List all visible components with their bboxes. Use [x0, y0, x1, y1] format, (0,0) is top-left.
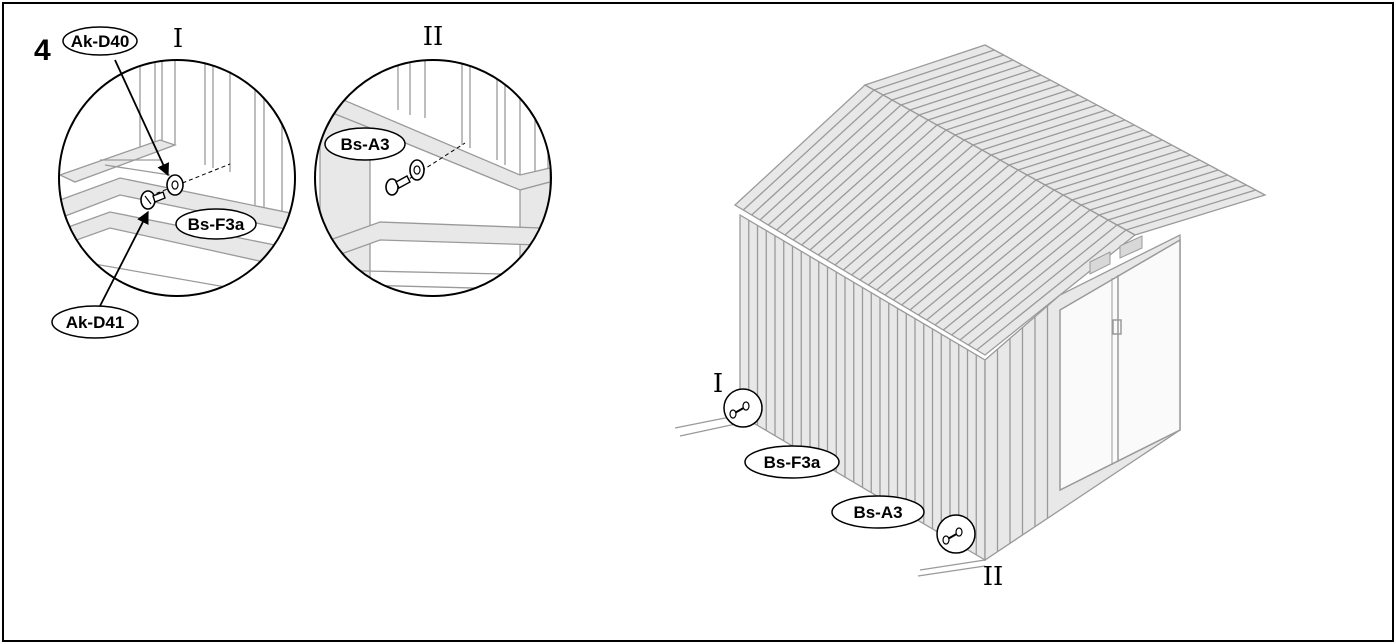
label-bs-a3-detail: Bs-A3 [324, 127, 406, 161]
svg-text:Ak-D41: Ak-D41 [66, 313, 125, 332]
shed-illustration [674, 44, 1267, 577]
svg-text:Bs-A3: Bs-A3 [853, 503, 902, 522]
label-ak-d40: Ak-D40 [62, 26, 138, 56]
svg-text:Bs-F3a: Bs-F3a [764, 453, 821, 472]
bolt-icon [385, 175, 411, 196]
callout-ii: II [936, 514, 1004, 592]
label-bs-f3a-detail: Bs-F3a [175, 208, 257, 240]
detail-view-i: Ak-D40 I Bs-F3a Ak-D41 [51, 24, 296, 339]
svg-text:Bs-F3a: Bs-F3a [188, 215, 245, 234]
svg-text:II: II [983, 562, 1004, 592]
svg-text:I: I [713, 369, 723, 399]
bolt-icon [140, 190, 166, 210]
detail-roman-ii: II [423, 22, 444, 52]
svg-text:Bs-A3: Bs-A3 [340, 135, 389, 154]
label-bs-a3-main: Bs-A3 [831, 495, 925, 529]
washer-icon [409, 159, 425, 181]
svg-text:Ak-D40: Ak-D40 [71, 32, 130, 51]
label-bs-f3a-main: Bs-F3a [744, 445, 840, 479]
washer-icon [166, 174, 184, 196]
detail-roman-i: I [173, 24, 183, 54]
callout-i: I [713, 369, 763, 428]
detail-view-ii: II Bs-A3 [314, 22, 552, 297]
step-number: 4 [34, 34, 51, 67]
label-ak-d41: Ak-D41 [51, 305, 139, 339]
